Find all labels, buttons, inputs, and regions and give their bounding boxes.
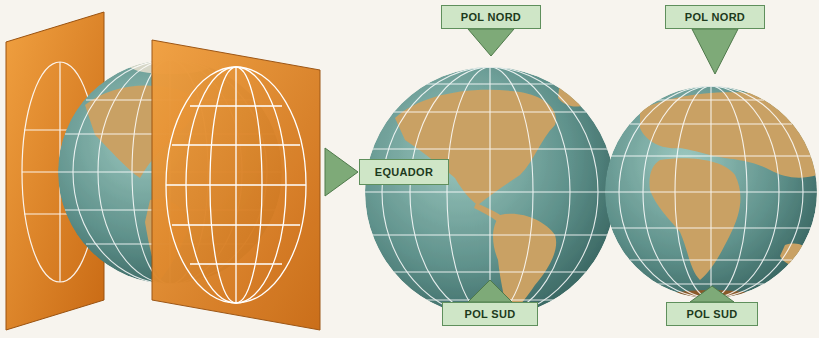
label-text: EQUADOR <box>375 166 433 178</box>
plane-grid <box>166 67 306 303</box>
projection-plane <box>152 40 320 330</box>
equator-label: EQUADOR <box>359 159 449 185</box>
label-text: POL NORD <box>461 11 521 23</box>
arrow-symbol <box>325 148 358 196</box>
label-text: POL SUD <box>687 308 738 320</box>
pointer-arrow <box>468 29 514 56</box>
pointer-arrow <box>692 29 738 74</box>
label-text: POL NORD <box>685 11 745 23</box>
globe <box>365 67 615 328</box>
pole-label: POL SUD <box>666 302 758 326</box>
pole-label: POL NORD <box>665 5 765 29</box>
pole-label: POL NORD <box>441 5 541 29</box>
pole-label: POL SUD <box>442 302 538 326</box>
globe <box>605 86 817 310</box>
pointer-arrow <box>690 286 734 302</box>
pointer-arrow <box>468 280 512 302</box>
label-text: POL SUD <box>465 308 516 320</box>
